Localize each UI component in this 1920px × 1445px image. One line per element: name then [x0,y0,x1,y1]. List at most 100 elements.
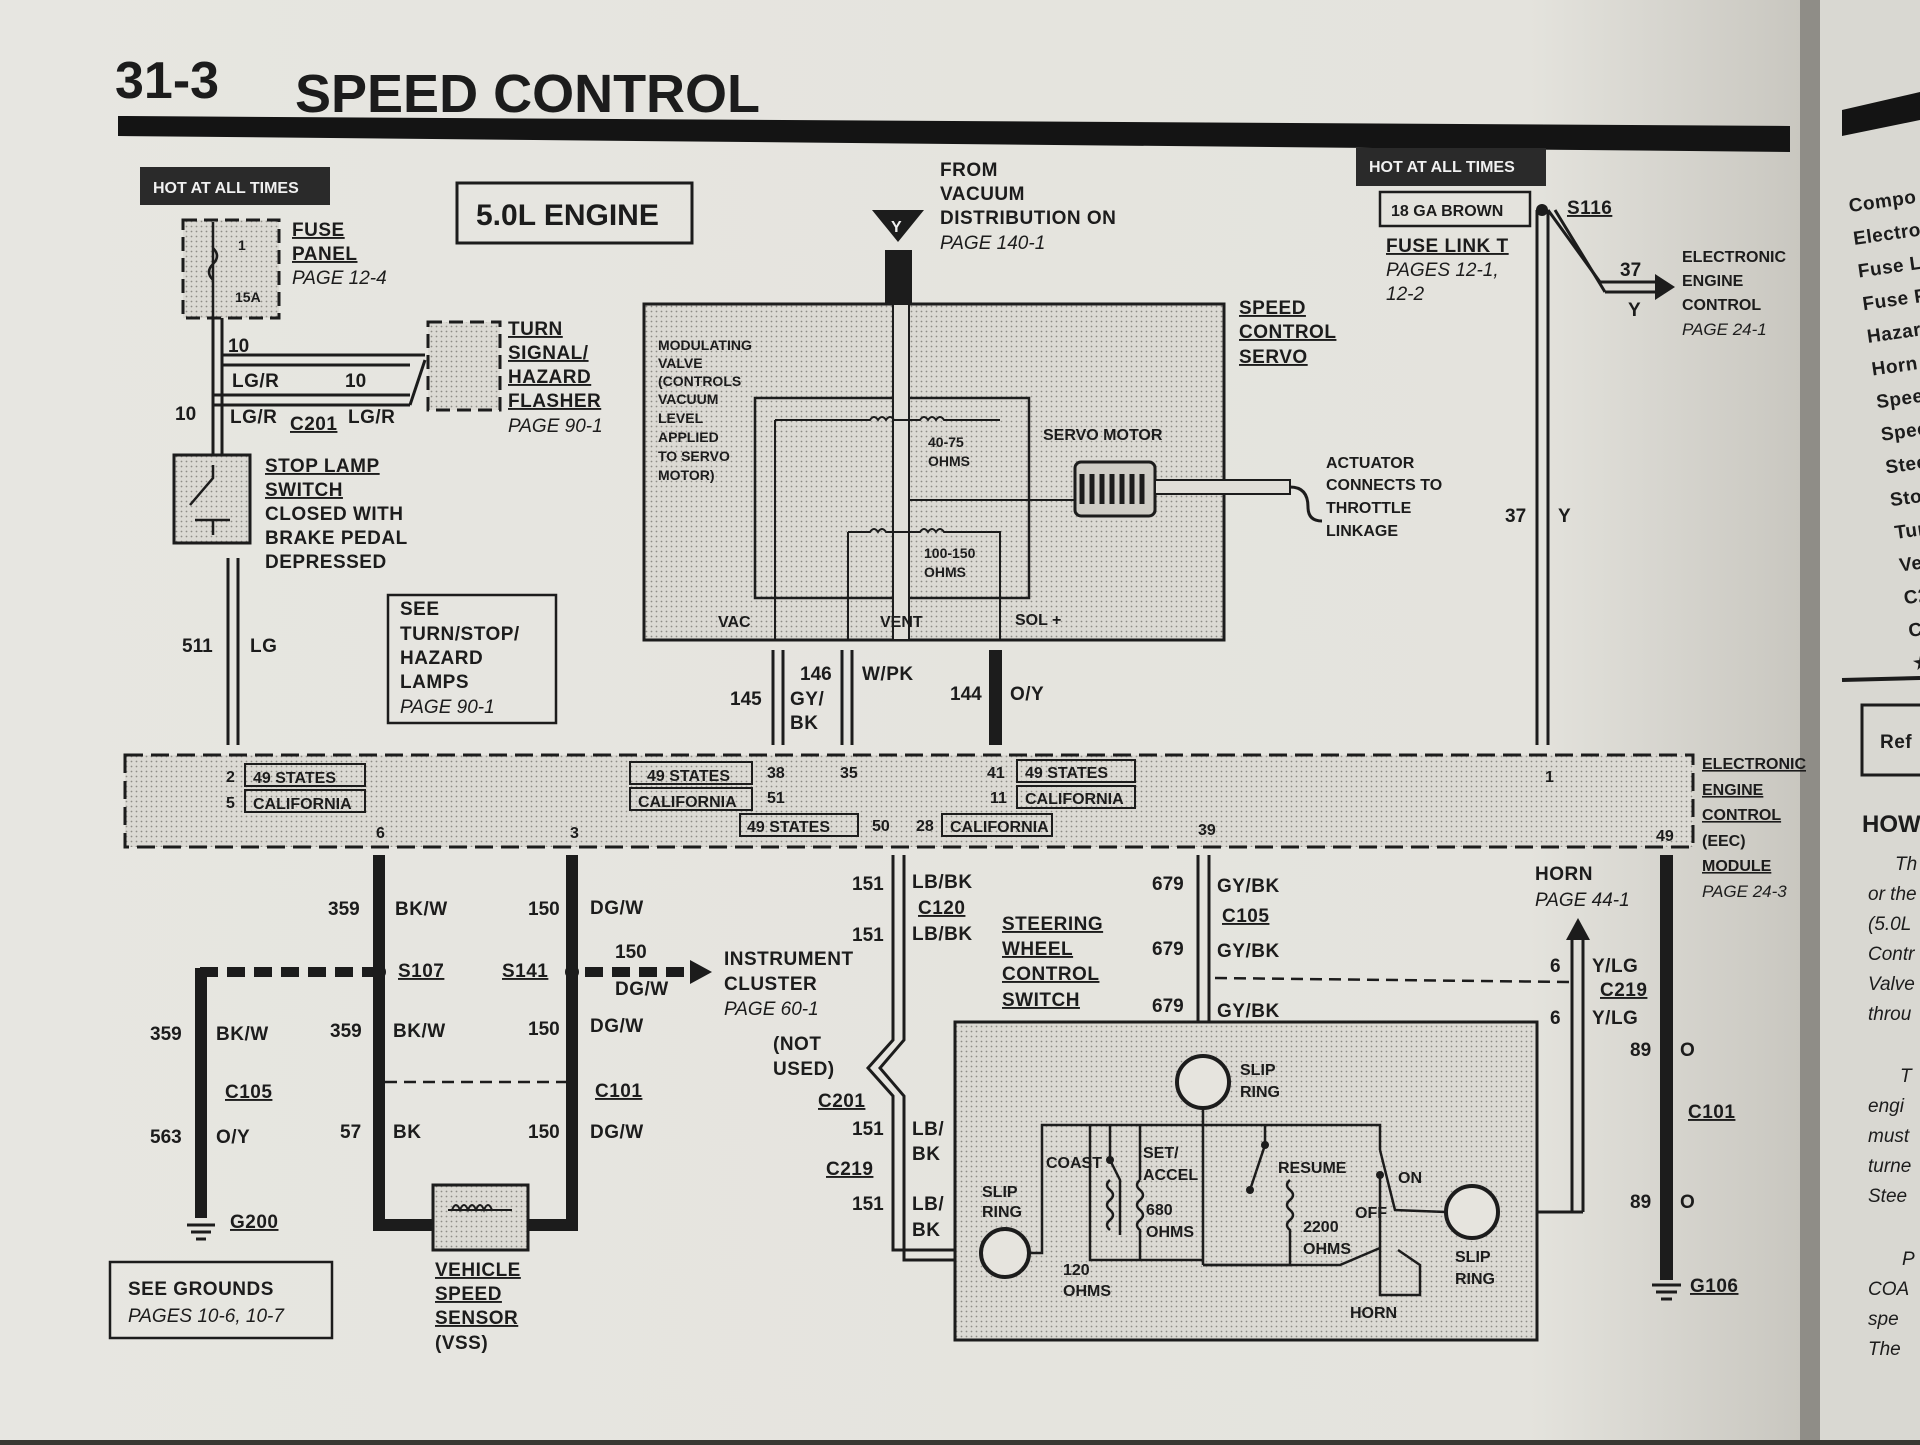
svg-text:OHMS: OHMS [1303,1241,1351,1258]
svg-text:Th: Th [1895,854,1917,875]
svg-text:PAGE 60-1: PAGE 60-1 [724,999,819,1020]
svg-text:P: P [1902,1249,1915,1270]
svg-text:SLIP: SLIP [982,1184,1018,1201]
svg-text:10: 10 [345,371,366,392]
linkage-icon [1289,485,1323,523]
svg-text:spe: spe [1868,1309,1899,1330]
svg-text:CLOSED WITH: CLOSED WITH [265,504,404,525]
splice-s116 [1536,204,1548,216]
svg-text:LB/: LB/ [912,1119,944,1140]
svg-text:(5.0L: (5.0L [1868,914,1911,935]
svg-text:49 STATES: 49 STATES [747,819,830,836]
ref-box [1860,703,1920,777]
svg-text:CONTROL: CONTROL [1702,807,1781,824]
svg-text:359: 359 [150,1024,182,1045]
svg-text:1: 1 [1545,769,1554,786]
svg-text:engi: engi [1868,1096,1905,1117]
svg-text:Ref: Ref [1880,732,1912,753]
svg-text:VACUUM: VACUUM [658,391,718,407]
svg-text:151: 151 [852,874,884,895]
svg-text:LB/BK: LB/BK [912,872,973,893]
svg-text:HOT AT ALL TIMES: HOT AT ALL TIMES [153,180,299,197]
svg-text:28: 28 [916,818,934,835]
svg-text:HOT AT ALL TIMES: HOT AT ALL TIMES [1369,159,1515,176]
svg-text:C201: C201 [290,414,337,435]
svg-text:SIGNAL/: SIGNAL/ [508,343,589,364]
svg-text:HOW: HOW [1862,811,1920,838]
svg-text:38: 38 [767,765,785,782]
svg-text:VALVE: VALVE [658,355,703,371]
svg-text:359: 359 [330,1021,362,1042]
svg-text:MODULE: MODULE [1702,858,1772,875]
svg-text:Contr: Contr [1868,944,1915,965]
svg-text:DG/W: DG/W [615,979,669,1000]
svg-text:10: 10 [228,336,249,357]
svg-text:PAGE 44-1: PAGE 44-1 [1535,890,1630,911]
svg-text:C105: C105 [1222,906,1269,927]
svg-text:Y/LG: Y/LG [1592,956,1638,977]
steering-wheel-control-switch [953,1020,1539,1342]
svg-text:Valve: Valve [1868,974,1915,995]
svg-text:SWITCH: SWITCH [265,480,343,501]
svg-text:or the: or the [1868,884,1917,905]
svg-text:CONTROL: CONTROL [1002,964,1099,985]
svg-text:PAGE 24-3: PAGE 24-3 [1702,882,1787,901]
svg-text:C248: C248 [1903,582,1920,609]
svg-text:TO SERVO: TO SERVO [658,448,730,464]
svg-text:DEPRESSED: DEPRESSED [265,552,387,573]
svg-text:LG/R: LG/R [232,371,279,392]
svg-text:BK/W: BK/W [216,1024,269,1045]
svg-text:SERVO MOTOR: SERVO MOTOR [1043,427,1163,444]
svg-text:49: 49 [1656,828,1674,845]
svg-text:O: O [1680,1192,1695,1213]
svg-text:12-2: 12-2 [1386,284,1424,305]
svg-text:89: 89 [1630,1040,1651,1061]
svg-text:BK: BK [790,713,818,734]
svg-text:Y/LG: Y/LG [1592,1008,1638,1029]
wire-37 [1535,209,1655,745]
svg-text:SLIP: SLIP [1455,1249,1491,1266]
vacuum-tube [892,303,910,641]
svg-text:359: 359 [328,899,360,920]
next-page-rule [1842,92,1920,136]
svg-text:G106: G106 [1690,1276,1738,1297]
contact-dot [1246,1186,1254,1194]
svg-text:G200: G200 [230,1212,278,1233]
svg-text:150: 150 [528,1019,560,1040]
svg-text:DG/W: DG/W [590,898,644,919]
svg-text:HAZARD: HAZARD [508,367,591,388]
hot-badge-left [140,167,330,205]
fuse-link-box [1378,190,1532,228]
svg-text:RING: RING [1455,1271,1495,1288]
svg-text:ELECTRONIC: ELECTRONIC [1682,249,1786,266]
svg-text:HORN: HORN [1350,1305,1397,1322]
sensor-coil-icon [448,1204,512,1213]
svg-text:5: 5 [226,795,235,812]
svg-text:6: 6 [1550,1008,1561,1029]
svg-text:ENGINE: ENGINE [1702,782,1764,799]
svg-text:SEE GROUNDS: SEE GROUNDS [128,1279,274,1300]
svg-text:LEVEL: LEVEL [658,410,704,426]
slip-ring-right [1444,1184,1500,1240]
svg-text:USED): USED) [773,1059,835,1080]
module-labels [244,759,1136,837]
svg-text:W/PK: W/PK [862,664,914,685]
splice-s107 [372,965,386,979]
header-rule [118,116,1790,152]
svg-text:CONNECTS TO: CONNECTS TO [1326,477,1442,494]
svg-text:INSTRUMENT: INSTRUMENT [724,949,854,970]
svg-text:39: 39 [1198,822,1216,839]
svg-text:49 STATES: 49 STATES [1025,765,1108,782]
hot-badge-right [1356,148,1546,186]
connector-c219-line [1214,976,1571,984]
wire-145 [771,650,785,745]
svg-text:1: 1 [238,237,246,253]
ground-icon [1652,1283,1681,1301]
svg-text:BK: BK [912,1220,940,1241]
svg-text:RESUME: RESUME [1278,1160,1347,1177]
svg-text:FUSE: FUSE [292,220,345,241]
svg-text:49 STATES: 49 STATES [253,770,336,787]
svg-text:6: 6 [376,825,385,842]
svg-text:BK/W: BK/W [393,1021,446,1042]
